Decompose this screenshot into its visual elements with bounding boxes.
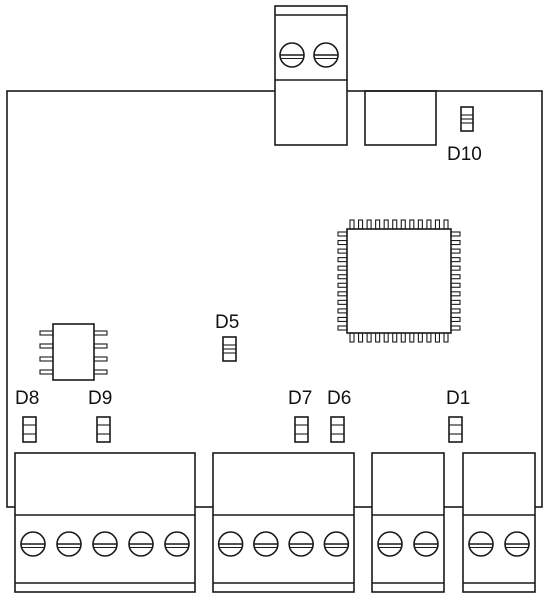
qfp-pin bbox=[409, 332, 415, 343]
qfp-pin bbox=[450, 239, 461, 246]
qfp-pin bbox=[450, 274, 461, 280]
label-d5: D5 bbox=[215, 312, 239, 333]
label-d9: D9 bbox=[88, 388, 112, 409]
bottom-connector-2-screw-4 bbox=[323, 531, 350, 557]
qfp-pin bbox=[450, 325, 461, 331]
bottom-connector-4 bbox=[462, 452, 536, 593]
qfp-pin bbox=[450, 265, 461, 271]
qfp-pin bbox=[392, 219, 398, 230]
qfp-pin bbox=[426, 332, 432, 343]
qfp-pin bbox=[450, 231, 461, 237]
bottom-connector-1-screw-4 bbox=[128, 531, 154, 557]
label-d10: D10 bbox=[447, 144, 482, 165]
qfp-pin bbox=[357, 219, 364, 230]
qfp-pin bbox=[417, 332, 423, 343]
bottom-connector-1 bbox=[14, 452, 196, 593]
qfp-pin bbox=[337, 231, 348, 237]
bottom-connector-2-screw-3 bbox=[288, 531, 314, 557]
qfp-pin bbox=[337, 257, 348, 263]
bottom-connector-2 bbox=[212, 452, 355, 593]
qfp-pin bbox=[443, 219, 449, 230]
soic-pin bbox=[39, 356, 54, 362]
qfp-pin bbox=[366, 219, 372, 230]
led-d7 bbox=[294, 416, 309, 443]
bottom-connector-3 bbox=[371, 452, 445, 593]
qfp-pin bbox=[337, 291, 348, 297]
qfp-pin bbox=[375, 219, 381, 230]
qfp-pin bbox=[337, 239, 348, 246]
top-screw-1 bbox=[279, 42, 305, 68]
label-d7: D7 bbox=[288, 388, 312, 409]
qfp-pin bbox=[349, 219, 355, 230]
led-d9 bbox=[96, 416, 111, 443]
bottom-connector-4-screw-1 bbox=[468, 531, 494, 557]
soic-pin bbox=[39, 343, 54, 349]
qfp-pin bbox=[450, 248, 461, 254]
soic-pin bbox=[39, 369, 54, 375]
soic-pin bbox=[39, 330, 54, 336]
bottom-connector-1-screw-5 bbox=[164, 531, 190, 557]
qfp-pin bbox=[337, 299, 348, 305]
qfp-pin bbox=[417, 219, 423, 230]
led-d8 bbox=[22, 416, 37, 443]
qfp-pin bbox=[337, 325, 348, 331]
top-connector-screws bbox=[279, 42, 339, 68]
bottom-connector-1-screw-1 bbox=[20, 531, 46, 557]
qfp-pin bbox=[450, 316, 461, 323]
qfp-pin bbox=[434, 219, 441, 230]
led-d10 bbox=[460, 106, 474, 132]
qfp-pin bbox=[375, 332, 381, 343]
bottom-connector-3-screw-2 bbox=[413, 531, 439, 557]
qfp-pin bbox=[349, 332, 355, 343]
usb-socket bbox=[364, 90, 437, 146]
qfp-pin bbox=[450, 291, 461, 297]
soic-chip bbox=[39, 323, 108, 381]
qfp-pin bbox=[450, 299, 461, 305]
soic-pin bbox=[93, 330, 108, 336]
qfp-pin bbox=[409, 219, 415, 230]
qfp-pin bbox=[450, 308, 461, 314]
bottom-connector-3-screw-1 bbox=[377, 531, 403, 557]
qfp-pin bbox=[337, 265, 348, 271]
qfp-pin bbox=[383, 332, 389, 343]
bottom-connector-2-screw-1 bbox=[217, 531, 244, 557]
bottom-connector-4-screw-2 bbox=[504, 531, 530, 557]
qfp-pin bbox=[366, 332, 372, 343]
label-d6: D6 bbox=[327, 388, 351, 409]
qfp-pin bbox=[450, 257, 461, 263]
qfp-pin bbox=[392, 332, 398, 343]
qfp-pin bbox=[357, 332, 364, 343]
qfp-pin bbox=[434, 332, 441, 343]
soic-pin bbox=[93, 343, 108, 349]
qfp-pin bbox=[443, 332, 449, 343]
qfp-pin bbox=[426, 219, 432, 230]
qfp-chip bbox=[337, 219, 461, 343]
qfp-pin bbox=[337, 248, 348, 254]
label-d8: D8 bbox=[15, 388, 39, 409]
led-d5 bbox=[222, 336, 237, 362]
label-d1: D1 bbox=[446, 388, 470, 409]
qfp-pin bbox=[337, 308, 348, 314]
led-d1 bbox=[448, 416, 463, 443]
qfp-pin bbox=[450, 282, 461, 288]
bottom-connector-1-screw-2 bbox=[56, 531, 82, 557]
qfp-pin bbox=[400, 332, 406, 343]
led-d6 bbox=[330, 416, 345, 443]
qfp-pin bbox=[383, 219, 389, 230]
qfp-pin bbox=[337, 316, 348, 323]
bottom-connector-1-screw-3 bbox=[92, 531, 118, 557]
top-connector bbox=[274, 5, 348, 146]
top-screw-2 bbox=[313, 42, 339, 68]
qfp-pin bbox=[337, 274, 348, 280]
bottom-connector-2-screw-2 bbox=[253, 531, 279, 557]
qfp-pin bbox=[337, 282, 348, 288]
bottom-connectors bbox=[14, 452, 536, 593]
qfp-pin bbox=[400, 219, 406, 230]
soic-pin bbox=[93, 356, 108, 362]
soic-pin bbox=[93, 369, 108, 375]
